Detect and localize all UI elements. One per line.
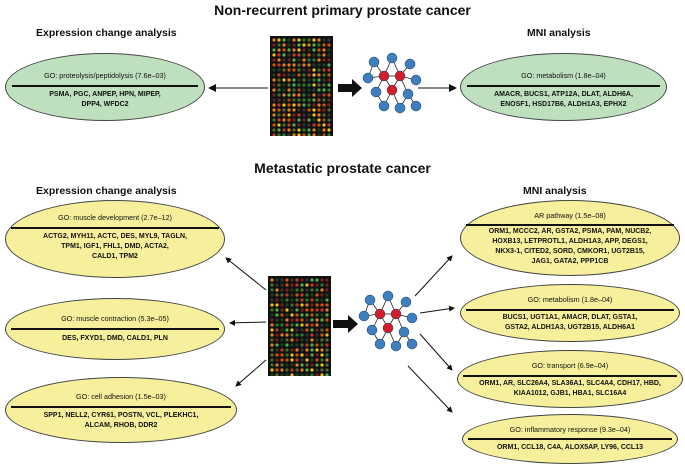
divider — [467, 85, 660, 87]
go-term: GO: muscle development (2.7e–12) — [58, 213, 172, 222]
arrow-icon — [333, 315, 358, 333]
ellipse-cell-adhesion: GO: cell adhesion (1.5e–03) SPP1, NELL2,… — [5, 377, 237, 443]
gene-list: SPP1, NELL2, CYR61, POSTN, VCL, PLEKHC1,… — [43, 412, 199, 429]
ellipse-top-mni: GO: metabolism (1.8e–04) AMACR, BUCS1, A… — [460, 53, 667, 121]
divider — [463, 375, 677, 377]
gene-list: ACTG2, MYH11, ACTC, DES, MYL9, TAGLN, TP… — [43, 233, 187, 260]
ellipse-muscle-development: GO: muscle development (2.7e–12) ACTG2, … — [5, 200, 225, 278]
arrow-icon — [419, 333, 453, 371]
gene-list: ORM1, CCL18, C4A, ALOX5AP, LY96, CCL13 — [496, 444, 643, 451]
gene-list: ORM1, MCCC2, AR, GSTA2, PSMA, PAM, NUCB2… — [488, 228, 652, 265]
gene-list: AMACR, BUCS1, ATP12A, DLAT, ALDH6A, ENOS… — [494, 91, 633, 108]
title-top: Non-recurrent primary prostate cancer — [214, 2, 471, 18]
title-bottom: Metastatic prostate cancer — [254, 160, 431, 176]
ellipse-inflammatory-response: GO: inflammatory response (9.3e–04) ORM1… — [462, 414, 678, 464]
divider — [11, 406, 231, 408]
divider — [468, 438, 672, 440]
go-term: GO: inflammatory response (9.3e–04) — [509, 425, 631, 434]
divider — [11, 328, 219, 330]
arrow-icon — [407, 365, 453, 413]
ellipse-metabolism: GO: metabolism (1.8e–04) BUCS1, UGT1A1, … — [460, 284, 680, 342]
ellipse-ar-pathway: AR pathway (1.5e–08) ORM1, MCCC2, AR, GS… — [460, 200, 680, 276]
go-term: GO: metabolism (1.8e–04) — [527, 295, 613, 304]
subtitle-mni-bottom: MNI analysis — [523, 185, 587, 197]
gene-list: ORM1, AR, SLC26A4, SLA36A1, SLC4A4, CDH1… — [479, 380, 661, 397]
arrow-icon — [419, 305, 455, 314]
divider — [12, 85, 198, 87]
arrow-icon — [229, 319, 267, 326]
arrow-icon — [338, 79, 362, 97]
arrow-icon — [225, 257, 267, 291]
go-term: GO: transport (6.9e–04) — [531, 361, 609, 370]
gene-list: DES, FXYD1, DMD, CALD1, PLN — [62, 335, 168, 342]
ellipse-muscle-contraction: GO: muscle contraction (5.3e–05) DES, FX… — [5, 298, 225, 360]
arrow-icon — [414, 255, 453, 297]
subtitle-expression-top: Expression change analysis — [36, 27, 177, 39]
network-icon — [362, 52, 422, 114]
go-term: GO: metabolism (1.8e–04) — [521, 71, 606, 80]
subtitle-expression-bottom: Expression change analysis — [36, 185, 177, 197]
microarray-icon — [270, 36, 333, 136]
gene-list: BUCS1, UGT1A1, AMACR, DLAT, GSTA1, GSTA2… — [502, 314, 638, 331]
go-term: GO: proteolysis/peptidolysis (7.6e–03) — [44, 71, 166, 80]
arrow-icon — [235, 359, 267, 387]
divider — [466, 224, 674, 226]
subtitle-mni-top: MNI analysis — [527, 27, 591, 39]
network-icon — [358, 290, 418, 352]
go-term: AR pathway (1.5e–08) — [534, 211, 606, 220]
ellipse-top-expression: GO: proteolysis/peptidolysis (7.6e–03) P… — [5, 53, 205, 121]
ellipse-transport: GO: transport (6.9e–04) ORM1, AR, SLC26A… — [457, 350, 683, 408]
go-term: GO: muscle contraction (5.3e–05) — [61, 314, 169, 323]
gene-list: PSMA, PGC, ANPEP, HPN, MIPEP, DPP4, WFDC… — [49, 91, 161, 108]
microarray-icon — [268, 276, 331, 376]
divider — [11, 227, 219, 229]
go-term: GO: cell adhesion (1.5e–03) — [76, 392, 166, 401]
divider — [466, 309, 674, 311]
